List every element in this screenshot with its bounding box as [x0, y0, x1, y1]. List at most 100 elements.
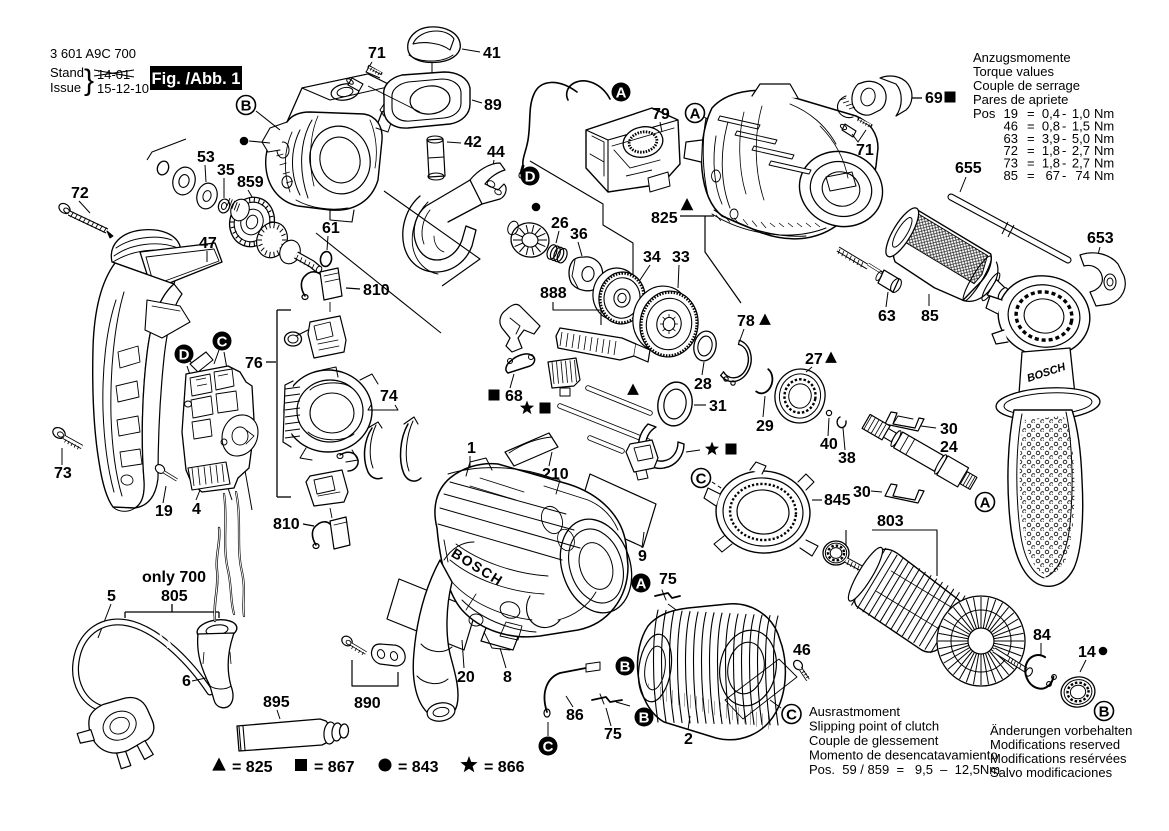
svg-text:859: 859: [237, 174, 264, 191]
svg-text:Couple de serrage: Couple de serrage: [973, 78, 1080, 93]
svg-text:27: 27: [805, 351, 823, 368]
svg-text:63: 63: [1004, 131, 1018, 146]
svg-text:2,7: 2,7: [1072, 156, 1090, 171]
svg-text:C: C: [543, 739, 554, 756]
svg-text:Pos. 59 / 859 = 9,5 – 12: Pos. 59 / 859 = 9,5 – 12,5Nm: [809, 762, 1000, 777]
svg-text:C: C: [786, 707, 797, 724]
svg-text:B: B: [620, 659, 631, 676]
svg-text:= 843: = 843: [398, 759, 439, 776]
svg-text:15-12-10: 15-12-10: [97, 81, 149, 96]
svg-text:=: =: [1027, 168, 1035, 183]
svg-text:805: 805: [161, 588, 188, 605]
svg-text:=: =: [1027, 131, 1035, 146]
svg-text:38: 38: [838, 450, 856, 467]
svg-text:29: 29: [756, 418, 774, 435]
svg-text:Nm: Nm: [1094, 168, 1114, 183]
svg-text:19: 19: [155, 503, 173, 520]
svg-text:Ausrastmoment: Ausrastmoment: [809, 704, 900, 719]
svg-text:61: 61: [322, 220, 340, 237]
svg-text:1,8: 1,8: [1042, 156, 1060, 171]
svg-text:=: =: [1027, 118, 1035, 133]
svg-text:30: 30: [853, 484, 871, 501]
svg-text:68: 68: [505, 388, 523, 405]
svg-text:9: 9: [638, 548, 647, 565]
svg-text:B: B: [241, 98, 252, 115]
svg-text:=: =: [1027, 143, 1035, 158]
svg-text:28: 28: [694, 376, 712, 393]
svg-text:Nm: Nm: [1094, 131, 1114, 146]
svg-text:76: 76: [245, 355, 263, 372]
svg-text:1,8: 1,8: [1042, 143, 1060, 158]
svg-text:-: -: [1062, 168, 1066, 183]
svg-text:73: 73: [1004, 156, 1018, 171]
svg-text:Nm: Nm: [1094, 156, 1114, 171]
svg-text:86: 86: [566, 707, 584, 724]
svg-text:72: 72: [71, 185, 89, 202]
svg-text:A: A: [980, 495, 991, 512]
svg-text:=: =: [1027, 156, 1035, 171]
svg-text:895: 895: [263, 694, 290, 711]
svg-text:Nm: Nm: [1094, 143, 1114, 158]
svg-text:Modifications resérvées: Modifications resérvées: [990, 751, 1127, 766]
svg-text:C: C: [696, 471, 707, 488]
svg-text:Slipping point of clutch: Slipping point of clutch: [809, 719, 939, 734]
svg-text:34: 34: [643, 249, 661, 266]
svg-text:20: 20: [457, 669, 475, 686]
svg-text:Momento de desencatavamiento: Momento de desencatavamiento: [809, 748, 998, 763]
svg-text:3,9: 3,9: [1042, 131, 1060, 146]
svg-text:Issue: Issue: [50, 80, 81, 95]
svg-text:46: 46: [793, 642, 811, 659]
svg-text:C: C: [217, 334, 228, 351]
svg-text:655: 655: [955, 160, 982, 177]
svg-text:B: B: [639, 710, 650, 727]
svg-text:19: 19: [1004, 106, 1018, 121]
svg-text:0,8: 0,8: [1042, 118, 1060, 133]
svg-text:85: 85: [921, 308, 939, 325]
svg-text:1,0: 1,0: [1072, 106, 1090, 121]
svg-text:825: 825: [651, 210, 678, 227]
svg-text:845: 845: [824, 492, 851, 509]
svg-text:Änderungen vorbehalten: Änderungen vorbehalten: [990, 723, 1132, 738]
svg-text:85: 85: [1004, 168, 1018, 183]
svg-text:Stand: Stand: [50, 65, 84, 80]
svg-text:79: 79: [652, 106, 670, 123]
svg-text:653: 653: [1087, 230, 1114, 247]
svg-text:74: 74: [380, 388, 398, 405]
svg-text:73: 73: [54, 465, 72, 482]
svg-text:6: 6: [182, 673, 191, 690]
svg-text:}: }: [84, 64, 94, 97]
svg-text:75: 75: [659, 571, 677, 588]
svg-text:4: 4: [192, 501, 201, 518]
svg-text:5: 5: [107, 588, 116, 605]
svg-text:71: 71: [368, 45, 386, 62]
svg-text:67: 67: [1046, 168, 1060, 183]
svg-text:Pos: Pos: [973, 106, 996, 121]
svg-text:53: 53: [197, 149, 215, 166]
svg-text:= 825: = 825: [232, 759, 273, 776]
svg-text:= 867: = 867: [314, 759, 355, 776]
svg-text:5,0: 5,0: [1072, 131, 1090, 146]
svg-text:31: 31: [709, 398, 727, 415]
svg-text:63: 63: [878, 308, 896, 325]
svg-text:803: 803: [877, 513, 904, 530]
svg-text:-: -: [1062, 118, 1066, 133]
svg-text:A: A: [636, 576, 647, 593]
svg-text:2,7: 2,7: [1072, 143, 1090, 158]
svg-text:-: -: [1062, 143, 1066, 158]
svg-text:69: 69: [925, 90, 943, 107]
svg-text:3 601 A9C 700: 3 601 A9C 700: [50, 46, 136, 61]
svg-text:810: 810: [273, 516, 300, 533]
svg-text:47: 47: [199, 235, 217, 252]
svg-text:888: 888: [540, 285, 567, 302]
svg-text:Anzugsmomente: Anzugsmomente: [973, 50, 1071, 65]
svg-text:8: 8: [503, 669, 512, 686]
svg-text:84: 84: [1033, 627, 1051, 644]
svg-text:A: A: [690, 106, 701, 123]
svg-text:71: 71: [856, 142, 874, 159]
svg-text:Pares de apriete: Pares de apriete: [973, 92, 1068, 107]
svg-text:Salvo modificaciones: Salvo modificaciones: [990, 765, 1113, 780]
svg-text:= 866: = 866: [484, 759, 525, 776]
svg-text:Fig. /Abb. 1: Fig. /Abb. 1: [152, 70, 241, 88]
svg-text:-: -: [1062, 106, 1066, 121]
svg-text:Modifications reserved: Modifications reserved: [990, 737, 1120, 752]
